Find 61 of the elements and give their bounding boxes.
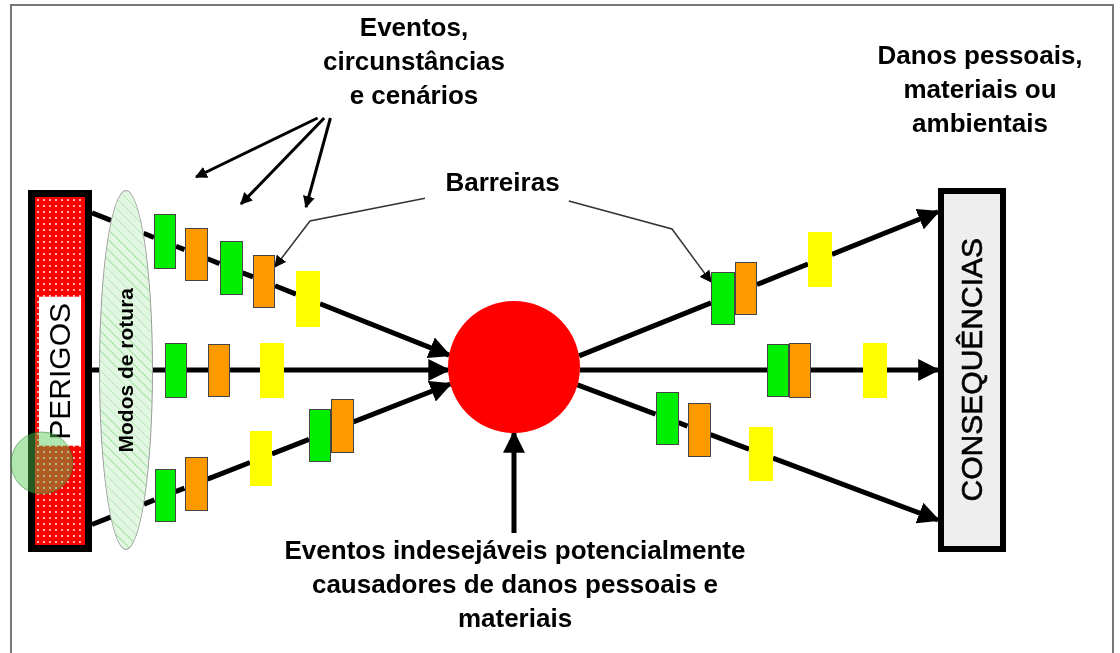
barrier-bar: [154, 214, 176, 270]
barrier-bar: [260, 342, 284, 398]
connector-line: [756, 261, 809, 287]
consequence-box: [938, 188, 1006, 552]
connector-line: [91, 514, 112, 527]
arrow: [239, 116, 326, 206]
barrier-bar: [808, 231, 832, 287]
connector-line: [579, 367, 767, 373]
annotation-text: Eventos indesejáveis potencialmente causadores de danos pessoais e materiais: [255, 533, 775, 653]
annotation-text: Barreiras: [425, 165, 580, 201]
connector-line: [241, 270, 254, 280]
connector-line: [709, 432, 750, 452]
connector-line: [153, 367, 165, 373]
connector-line: [206, 460, 251, 482]
barrier-bar: [711, 271, 735, 325]
barrier-bar: [687, 403, 711, 458]
annotation-text: Eventos, circunstâncias e cenários: [316, 10, 512, 118]
barrier-bar: [184, 456, 208, 511]
arrow: [303, 117, 332, 209]
connector-line: [175, 243, 186, 252]
barrier-bar: [330, 399, 354, 454]
box-title: CONSEQUÊNCIAS: [955, 238, 989, 502]
barrier-bar: [219, 241, 243, 296]
barrier-bar: [184, 227, 208, 281]
connector-line: [576, 382, 657, 417]
barrier-bar: [154, 469, 176, 523]
connector-line: [271, 437, 310, 457]
leader-line: [274, 197, 426, 268]
leader-line: [568, 200, 712, 283]
connector-line: [811, 367, 863, 373]
connector-line: [206, 256, 221, 266]
arrow: [194, 116, 319, 179]
connector-line: [677, 420, 689, 429]
arrow: [503, 430, 525, 533]
barrier-bar: [749, 426, 773, 481]
barrier-bar: [767, 343, 789, 397]
connector-line: [92, 367, 99, 373]
barrier-bar: [309, 408, 331, 462]
barrier-bar: [655, 391, 679, 445]
barrier-bar: [253, 254, 275, 308]
ellipse-label: Modos de rotura: [114, 287, 138, 453]
barrier-bar: [789, 342, 811, 398]
connector-line: [187, 367, 208, 373]
barrier-bar: [208, 343, 230, 397]
annotation-text: Danos pessoais, materiais ou ambientais: [876, 39, 1084, 140]
connector-line: [174, 485, 186, 495]
connector-line: [91, 210, 112, 223]
barrier-bar: [296, 270, 320, 327]
barrier-bar: [165, 342, 187, 398]
barrier-bar: [735, 262, 757, 316]
connector-line: [578, 300, 712, 359]
barrier-bar: [250, 430, 272, 486]
connector-line: [274, 283, 297, 297]
barrier-bar: [863, 342, 887, 398]
hazard-box: [28, 190, 92, 552]
arrow: [352, 381, 453, 425]
connector-line: [230, 367, 260, 373]
box-title: PERIGOS: [39, 296, 81, 446]
arrow: [319, 301, 452, 358]
connector-line: [143, 497, 156, 507]
connector-line: [142, 231, 155, 240]
